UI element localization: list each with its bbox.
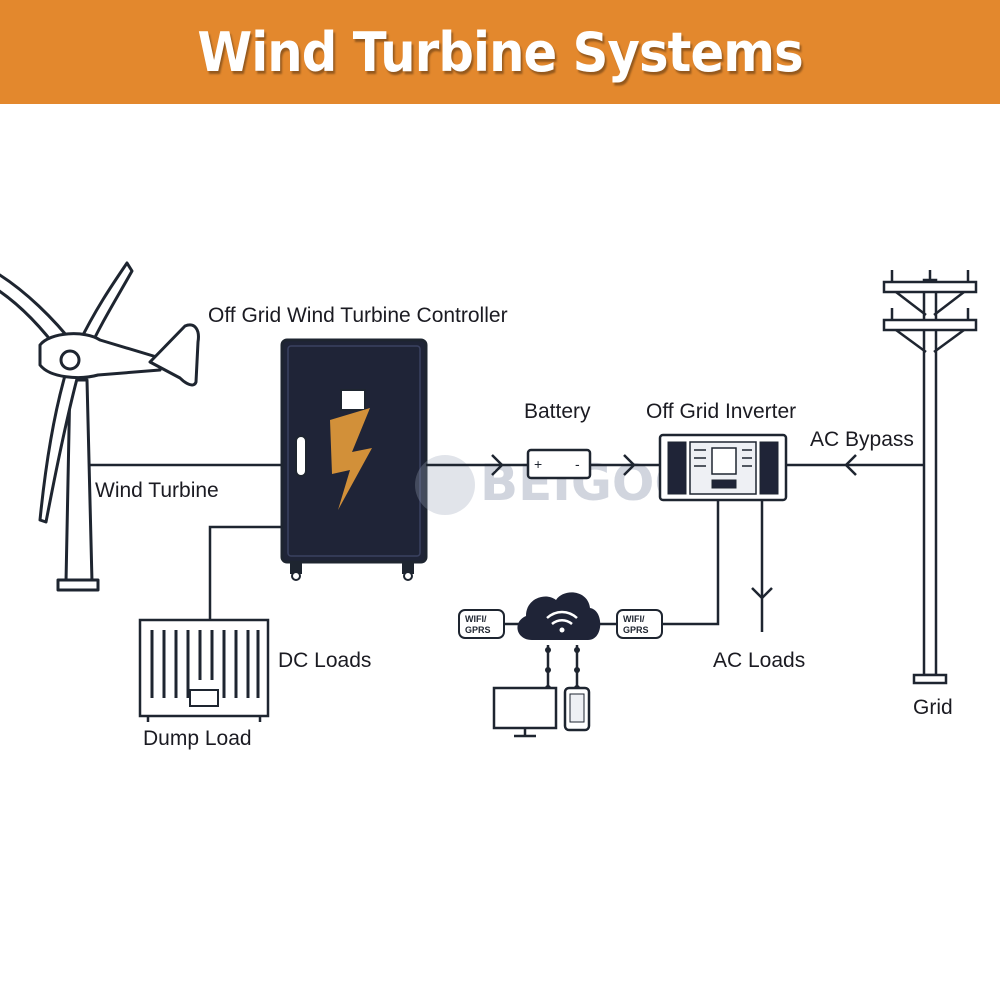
badge-right-line2: GPRS: [623, 625, 649, 635]
battery-label: Battery: [524, 400, 591, 423]
dump-load-label: Dump Load: [143, 727, 252, 750]
badge-left-line2: GPRS: [465, 625, 491, 635]
dump-load-icon: [138, 618, 270, 722]
dc-loads-label: DC Loads: [278, 649, 372, 672]
monitor-icon: [492, 686, 558, 738]
controller-label: Off Grid Wind Turbine Controller: [208, 304, 508, 327]
utility-pole-icon: [882, 270, 978, 685]
wind-turbine-label: Wind Turbine: [95, 479, 219, 502]
battery-minus-symbol: -: [575, 456, 580, 472]
badge-right-line1: WIFI/: [623, 614, 645, 624]
ac-bypass-label: AC Bypass: [810, 428, 914, 451]
title-banner: Wind Turbine Systems: [0, 0, 1000, 104]
badge-left-line1: WIFI/: [465, 614, 487, 624]
controller-cabinet-icon: [280, 338, 428, 581]
inverter-label: Off Grid Inverter: [646, 400, 797, 423]
page-title: Wind Turbine Systems: [197, 20, 803, 84]
cloud-wifi-icon: [517, 592, 601, 640]
phone-icon: [563, 686, 591, 732]
wifi-gprs-badge-left: WIFI/ GPRS: [458, 609, 505, 639]
line-dots: [545, 647, 580, 691]
inverter-icon: [658, 433, 788, 502]
ac-loads-label: AC Loads: [713, 649, 806, 672]
battery-icon: + -: [526, 448, 592, 480]
wind-turbine-icon: [0, 261, 200, 592]
grid-label: Grid: [913, 696, 953, 719]
battery-plus-symbol: +: [534, 456, 542, 472]
wifi-gprs-badge-right: WIFI/ GPRS: [616, 609, 663, 639]
